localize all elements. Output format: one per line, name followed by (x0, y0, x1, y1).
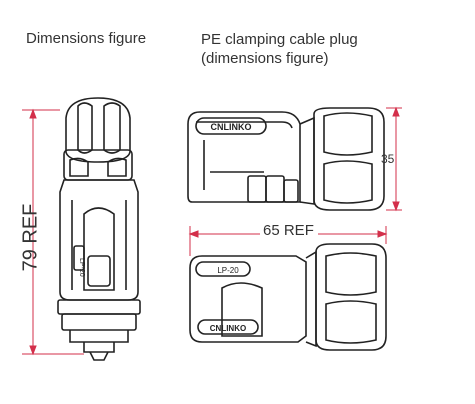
plug-title-line2: (dimensions figure) (201, 50, 329, 67)
dimension-65-label: 65 REF (263, 222, 314, 239)
model-marking: LP-20 (217, 266, 239, 275)
model-marking-vertical: LP-20 (78, 258, 85, 277)
vertical-connector-view (57, 97, 141, 361)
dimension-height-label: 79 REF (19, 203, 42, 272)
figure-title-right: PE clamping cable plug (dimensions figur… (201, 30, 358, 68)
brand-marking-bottom: CNLINKO (210, 324, 246, 333)
horizontal-connector-top-view (189, 243, 387, 351)
plug-title-line1: PE clamping cable plug (201, 31, 358, 48)
dimension-lines (22, 106, 402, 356)
brand-marking-top: CNLINKO (211, 122, 252, 132)
dimension-35-label: 35 (381, 152, 395, 166)
horizontal-connector-side-view (187, 107, 385, 211)
figure-title-left: Dimensions figure (26, 30, 147, 47)
